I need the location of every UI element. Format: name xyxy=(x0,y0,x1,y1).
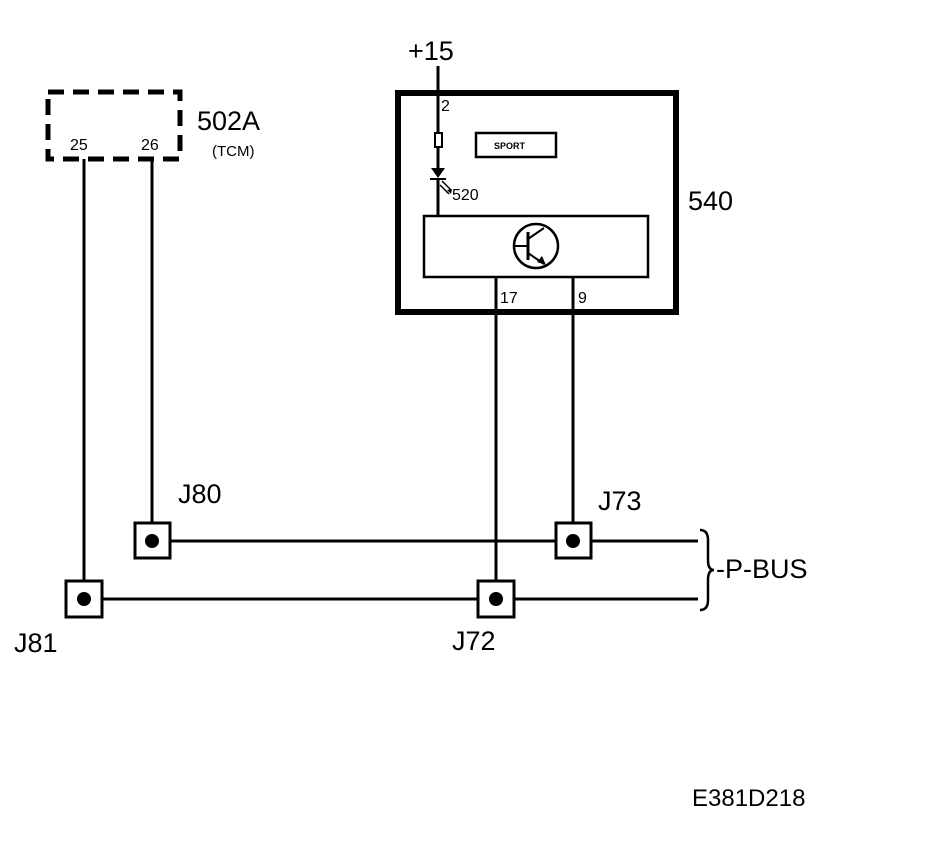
junction-j81-label: J81 xyxy=(14,628,58,658)
led-520-symbol xyxy=(430,168,452,195)
tcm-id: 502A xyxy=(197,106,260,136)
junction-j72-label: J72 xyxy=(452,626,496,656)
junction-j73-label: J73 xyxy=(598,486,642,516)
module-id: 540 xyxy=(688,186,733,216)
module-pin-2: 2 xyxy=(441,98,450,115)
transistor-symbol xyxy=(512,222,560,270)
junction-j80 xyxy=(133,521,172,560)
module-pin-17: 17 xyxy=(500,290,518,307)
junction-j80-label: J80 xyxy=(178,479,222,509)
figure-code: E381D218 xyxy=(692,785,805,812)
supply-label: +15 xyxy=(408,36,454,66)
junction-j72 xyxy=(476,579,516,619)
sport-label: SPORT xyxy=(494,141,526,151)
module-outline xyxy=(395,90,679,315)
led-label: 520 xyxy=(452,187,479,204)
tcm-pin-25: 25 xyxy=(70,137,88,154)
bus-label: -P-BUS xyxy=(716,554,808,584)
sport-display xyxy=(474,131,558,159)
module-pin-9: 9 xyxy=(578,290,587,307)
resistor-symbol xyxy=(434,132,443,148)
module-540: 2 520 SPORT 17 9 xyxy=(395,90,679,315)
tcm-module: 25 26 xyxy=(45,89,183,162)
bus-brace xyxy=(699,528,715,612)
junction-j73 xyxy=(554,521,593,560)
tcm-dashed-outline xyxy=(45,89,183,162)
tcm-name: (TCM) xyxy=(212,143,254,160)
junction-j81 xyxy=(64,579,104,619)
tcm-pin-26: 26 xyxy=(141,137,159,154)
